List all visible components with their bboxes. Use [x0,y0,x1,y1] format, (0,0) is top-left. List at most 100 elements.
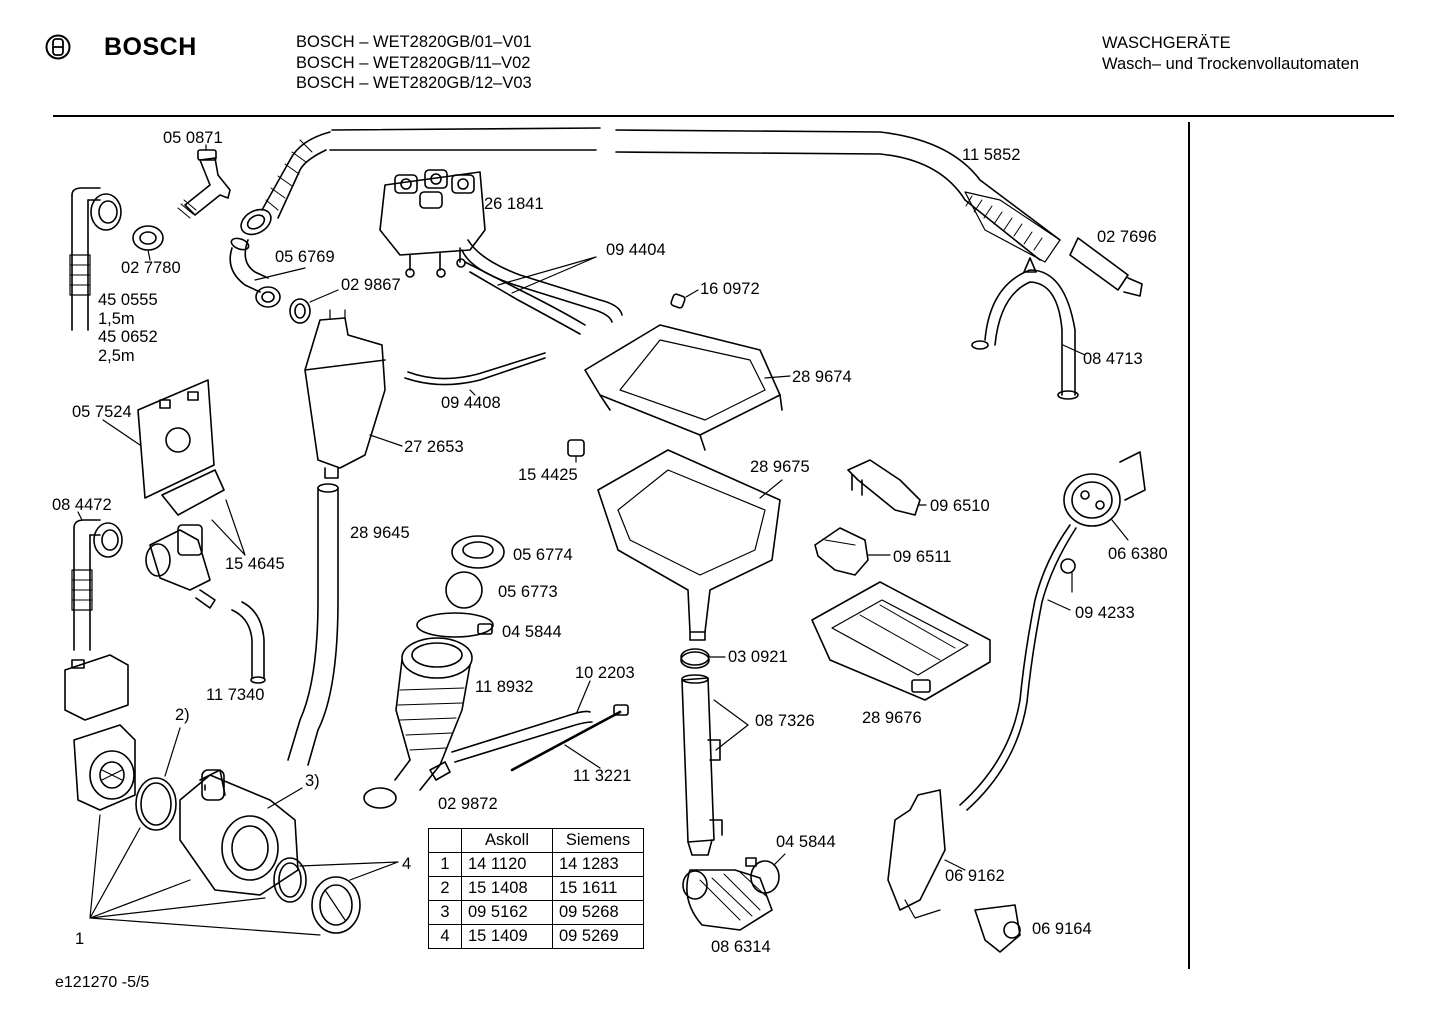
hose-117340 [231,601,266,684]
part-label: 04 5844 [776,833,836,851]
model-list: BOSCH – WET2820GB/01–V01 BOSCH – WET2820… [296,32,532,94]
dispenser-lid-289674 [584,324,791,451]
table-cell: 15 1408 [461,876,553,901]
table-header-cell: Askoll [461,828,553,853]
o-ring-2 [135,727,181,831]
part-label: 05 6769 [275,248,335,266]
part-label: 11 8932 [475,678,533,696]
pump-cover [64,654,129,721]
ball-056773 [445,571,483,609]
part-label: 09 4408 [441,394,501,412]
hose-clamp-084713 [971,257,1086,400]
table-cell: 4 [428,924,462,949]
table-row: 3 09 5162 09 5268 [428,900,644,925]
pressure-hose-094233 [959,524,1077,811]
header-divider [53,115,1394,117]
part-label: 08 6314 [711,938,771,956]
part-label: 02 9867 [341,276,401,294]
table-cell: 1 [428,852,462,877]
dispenser-housing-289675 [597,449,783,641]
table-cell: 09 5162 [461,900,553,925]
water-valve-block [379,169,486,278]
table-cell: 09 5269 [552,924,644,949]
hose-094408 [404,352,546,396]
category-subtitle: Wasch– und Trockenvollautomaten [1102,54,1360,73]
part-label: 06 6380 [1108,545,1168,563]
table-cell: 14 1283 [552,852,644,877]
part-label: 3) [305,772,320,790]
model-line: BOSCH – WET2820GB/01–V01 [296,33,532,51]
part-label: 28 9675 [750,458,810,476]
right-margin-divider [1188,122,1190,969]
part-labels: 05 0871 11 5852 26 1841 02 7696 02 7780 … [52,129,1168,956]
part-label: 1 [75,930,84,948]
part-label: 09 6511 [893,548,951,566]
seal-030921 [680,648,726,669]
part-label: 06 9162 [945,867,1005,885]
part-label: 2,5m [98,347,135,365]
part-label: 10 2203 [575,664,635,682]
detergent-drawer-289676 [811,581,991,701]
part-label: 02 7696 [1097,228,1157,246]
table-cell: 15 1611 [552,876,644,901]
container-272653 [304,309,403,479]
cover-plate-057524 [102,379,215,499]
brand-name: BOSCH [104,33,197,61]
part-label: 45 0555 [98,291,158,309]
table-header-cell: Siemens [552,828,644,853]
table-cell: 15 1409 [461,924,553,949]
part-label: 4 [402,855,411,873]
part-label: 28 9674 [792,368,852,386]
hose-289645 [287,483,339,766]
table-cell: 09 5268 [552,900,644,925]
part-label: 26 1841 [484,195,544,213]
pressure-switch-066380 [1063,451,1146,541]
category-title: WASCHGERÄTE [1102,34,1231,52]
part-label: 03 0921 [728,648,788,666]
grommet-154425 [567,439,585,463]
part-label: 2) [175,706,190,724]
part-label: 45 0652 [98,328,158,346]
part-label: 02 9872 [438,795,498,813]
clamp-045844b [745,853,786,894]
clamp-045844a [416,612,494,638]
part-label: 28 9676 [862,709,922,727]
hose-094404 [461,239,623,335]
inlet-hose-left [69,187,122,331]
rod-113221 [510,704,629,772]
part-label: 1,5m [98,310,135,328]
seal-ring-056774 [451,535,505,569]
plug-027696 [1069,237,1143,297]
part-label: 05 6773 [498,583,558,601]
siphon-cap-096511 [814,527,891,576]
part-label: 08 4713 [1083,350,1143,368]
part-label: 08 7326 [755,712,815,730]
model-line: BOSCH – WET2820GB/11–V02 [296,53,531,72]
inlet-hose-long [329,127,1061,263]
part-label: 27 2653 [404,438,464,456]
table-header-row: Askoll Siemens [428,828,644,853]
part-label: 04 5844 [502,623,562,641]
supplier-cross-reference-table: Askoll Siemens 1 14 1120 14 1283 2 15 14… [428,828,644,949]
drain-bellows-086314 [682,869,773,931]
part-label: 15 4645 [225,555,285,573]
part-label: 28 9645 [350,524,410,542]
y-connector-050871 [177,144,231,219]
part-label: 02 7780 [121,259,181,277]
inlet-hose-084472 [71,511,123,651]
table-cell: 2 [428,876,462,901]
bellows-118932 [363,637,473,809]
drain-pipe-087326 [681,674,749,856]
solenoid-valve-154645 [145,469,246,609]
category-block: WASCHGERÄTE Wasch– und Trockenvollautoma… [1102,33,1359,74]
table-row: 1 14 1120 14 1283 [428,852,644,877]
model-line: BOSCH – WET2820GB/12–V03 [296,74,532,92]
part-label: 11 7340 [206,686,264,704]
table-row: 2 15 1408 15 1611 [428,876,644,901]
small-plug-160972 [670,289,699,309]
bosch-logo-icon [45,34,71,60]
drain-pump-motor [73,724,136,811]
part-label: 11 5852 [962,146,1020,164]
part-label: 05 6774 [513,546,573,564]
elbow-hose-056769 [229,237,306,308]
